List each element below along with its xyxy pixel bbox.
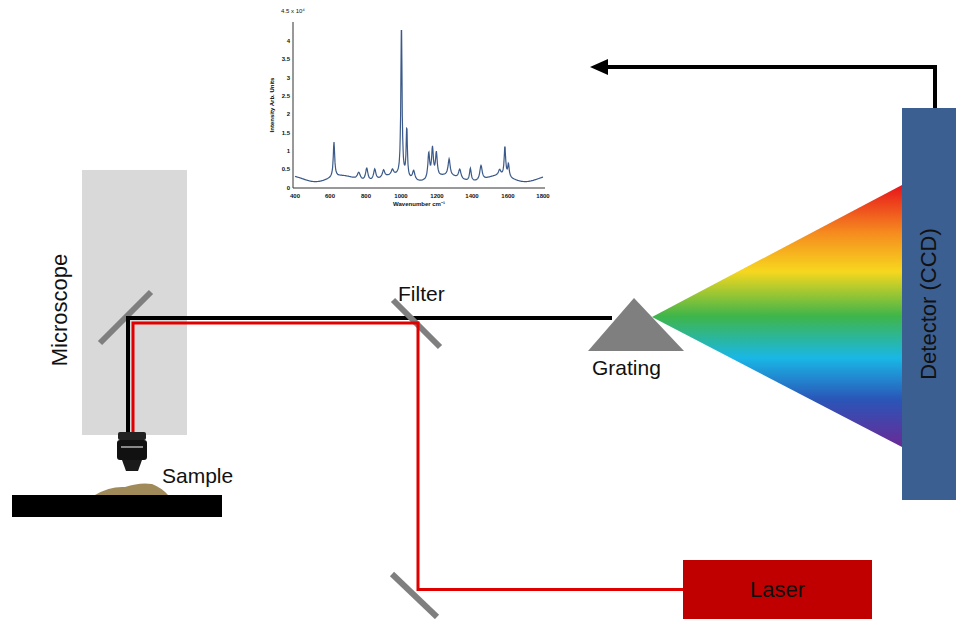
node-label: Microscope bbox=[47, 254, 73, 366]
node-label: Laser bbox=[750, 577, 805, 603]
plot-label: 2 bbox=[287, 111, 290, 117]
component-label: Sample bbox=[162, 464, 233, 488]
node-label: Detector (CCD) bbox=[916, 228, 942, 380]
plot-label: 600 bbox=[325, 193, 335, 199]
sample-stage bbox=[12, 495, 222, 517]
sample-mound bbox=[95, 483, 168, 495]
arrow-head bbox=[590, 59, 608, 75]
plot-label: 1200 bbox=[430, 193, 443, 199]
component-label: Filter bbox=[398, 282, 445, 306]
microscope-housing: Microscope bbox=[82, 170, 187, 435]
plot-label: 4.5 x 10⁴ bbox=[281, 8, 305, 14]
component-label: Grating bbox=[592, 356, 661, 380]
objective-lens bbox=[117, 432, 147, 471]
plot-label: 3.5 bbox=[282, 56, 290, 62]
scattered-beam bbox=[187, 316, 612, 320]
dispersed-spectrum bbox=[652, 185, 902, 447]
plot-label: 0 bbox=[287, 185, 290, 191]
laser-mirror bbox=[392, 574, 437, 617]
plot-label: 400 bbox=[290, 193, 300, 199]
grating-symbol bbox=[588, 298, 684, 351]
plot-label: Wavenumber cm⁻¹ bbox=[393, 200, 445, 208]
plot-label: Intensity Arb. Units bbox=[269, 78, 275, 133]
plot-label: 1400 bbox=[465, 193, 478, 199]
spectrum-plot bbox=[293, 22, 545, 188]
output-arrow bbox=[606, 67, 935, 108]
plot-label: 1 bbox=[287, 148, 290, 154]
detector-bar: Detector (CCD) bbox=[902, 108, 956, 500]
plot-label: 4 bbox=[287, 38, 290, 44]
plot-label: 1600 bbox=[501, 193, 514, 199]
plot-label: 1800 bbox=[536, 193, 549, 199]
plot-label: 3 bbox=[287, 75, 290, 81]
plot-label: 2.5 bbox=[282, 93, 290, 99]
laser-beam bbox=[187, 323, 683, 590]
plot-label: 0.5 bbox=[282, 166, 290, 172]
laser-box: Laser bbox=[683, 560, 872, 619]
plot-label: 1.5 bbox=[282, 130, 290, 136]
plot-label: 1000 bbox=[394, 193, 407, 199]
plot-label: 800 bbox=[361, 193, 371, 199]
